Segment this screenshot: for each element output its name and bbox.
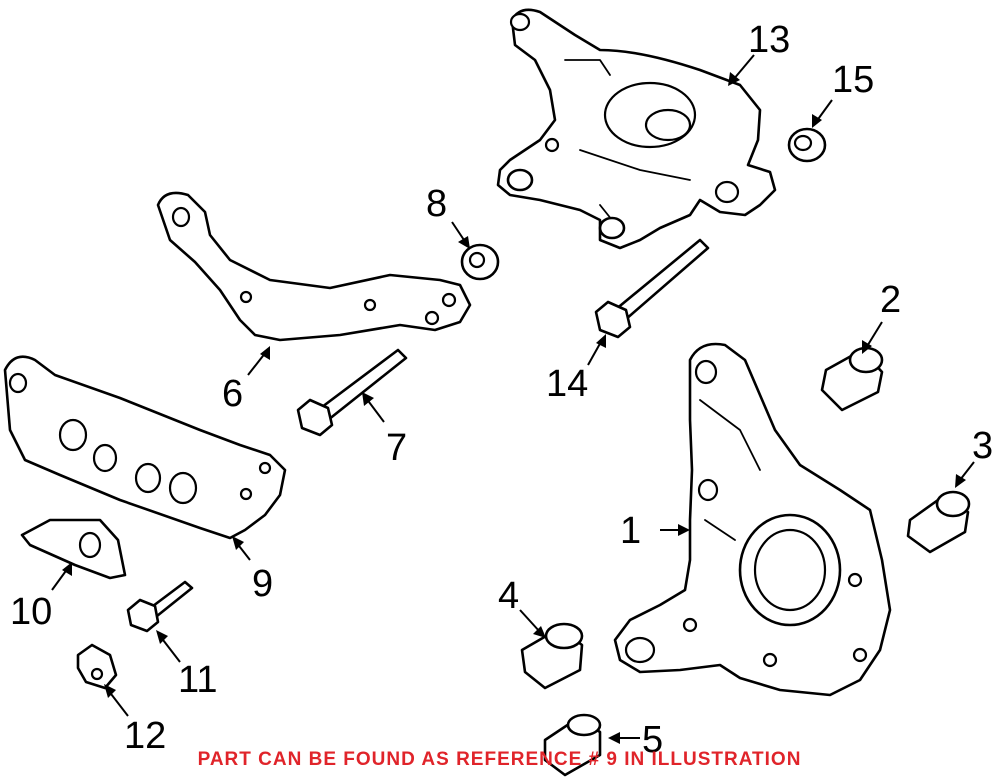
part-12-clip [76,643,118,690]
part-11-bolt [126,580,194,633]
part-10-bracket [20,518,127,580]
callout-9: 9 [252,563,273,605]
callout-5: 5 [642,719,663,761]
part-9-crossmember [3,355,287,540]
callout-3: 3 [972,425,993,467]
callout-1: 1 [620,510,641,552]
leader-lines [51,54,975,744]
part-7-bolt [296,348,408,437]
callout-6: 6 [222,373,243,415]
part-5-bushing [543,713,602,777]
callout-8: 8 [426,183,447,225]
reference-notice: PART CAN BE FOUND AS REFERENCE # 9 IN IL… [197,749,802,770]
callout-10: 10 [10,591,52,633]
callout-4: 4 [498,575,519,617]
part-4-bushing [520,622,584,690]
part-8-nut [460,243,500,281]
part-13-subframe [496,8,777,250]
part-2-bushing [820,346,884,412]
callout-11: 11 [178,659,217,701]
part-3-bushing [906,490,971,554]
part-1-knuckle [613,342,892,697]
part-14-bolt [594,238,710,339]
callout-14: 14 [546,363,588,405]
callout-12: 12 [124,715,166,757]
callout-15: 15 [832,59,874,101]
part-6-arm [156,191,472,342]
part-15-nut [787,127,827,163]
callout-2: 2 [880,279,901,321]
callout-7: 7 [386,427,407,469]
callout-13: 13 [748,19,790,61]
